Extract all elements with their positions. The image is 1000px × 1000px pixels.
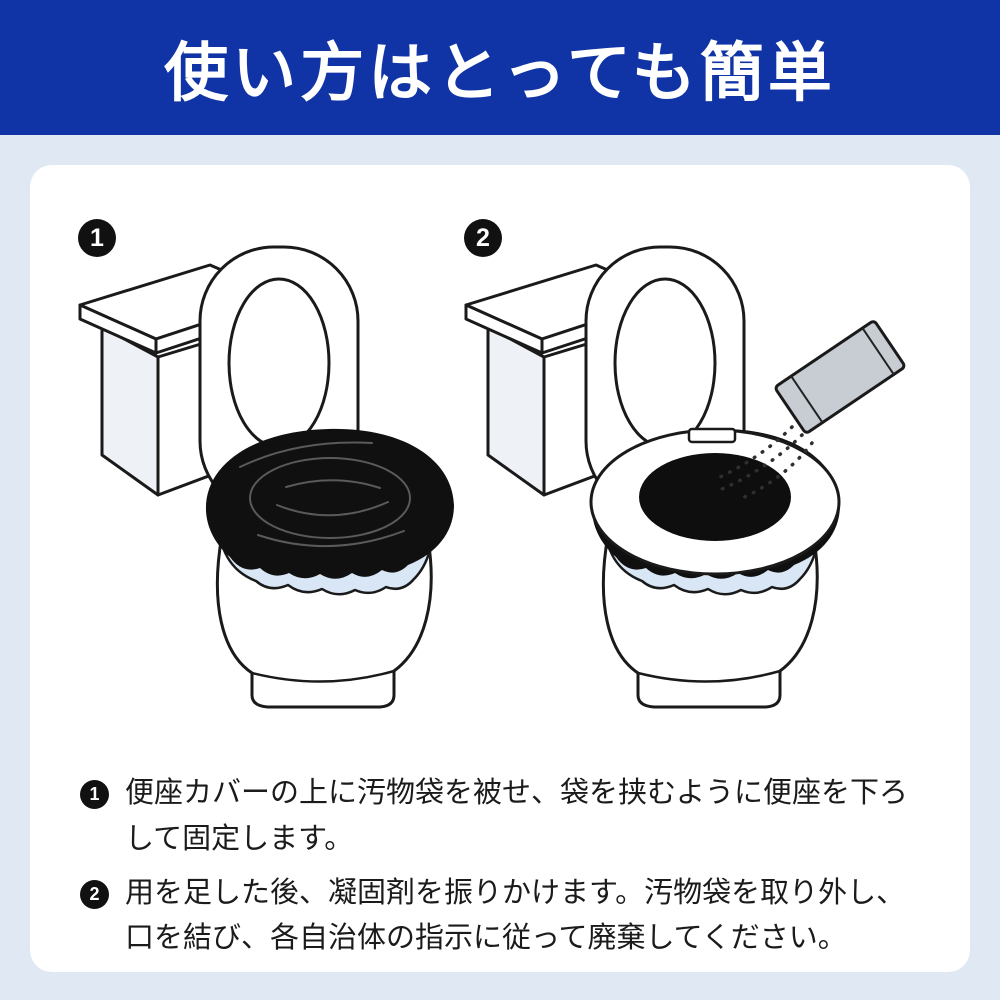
instruction2-number-badge: 2 bbox=[80, 879, 109, 909]
bowl-opening-with-bag bbox=[639, 453, 791, 541]
instruction-card: 1 bbox=[30, 165, 970, 972]
toilet-with-coagulant-pour-illustration bbox=[464, 245, 906, 709]
instruction1-number-badge: 1 bbox=[80, 780, 109, 809]
instruction-list: 1 便座カバーの上に汚物袋を被せ、袋を挟むように便座を下ろして固定します。 2 … bbox=[30, 765, 970, 962]
bag-wrinkle-lines bbox=[239, 441, 411, 548]
powder-stream bbox=[714, 425, 814, 501]
step2-figure: 2 bbox=[458, 205, 908, 730]
coagulant-packet-icon bbox=[774, 320, 906, 434]
instruction1-text: 便座カバーの上に汚物袋を被せ、袋を挟むように便座を下ろして固定します。 bbox=[125, 777, 909, 855]
instruction-item-2: 2 用を足した後、凝固剤を振りかけます。汚物袋を取り外し、口を結び、各自治体の指… bbox=[80, 871, 920, 963]
waste-bag-over-seat bbox=[205, 428, 454, 579]
instruction-item-1: 1 便座カバーの上に汚物袋を被せ、袋を挟むように便座を下ろして固定します。 bbox=[80, 771, 920, 863]
page-title: 使い方はとっても簡単 bbox=[164, 36, 836, 109]
step1-number-badge: 1 bbox=[78, 219, 116, 257]
toilet-with-bag-over-seat-illustration bbox=[78, 245, 454, 709]
page: 使い方はとっても簡単 1 bbox=[0, 0, 1000, 972]
figures-row: 1 bbox=[30, 165, 970, 765]
step2-number-badge: 2 bbox=[464, 219, 502, 257]
instruction2-text: 用を足した後、凝固剤を振りかけます。汚物袋を取り外し、口を結び、各自治体の指示に… bbox=[125, 876, 906, 955]
step1-figure: 1 bbox=[72, 205, 462, 730]
header-banner: 使い方はとっても簡単 bbox=[0, 0, 1000, 135]
